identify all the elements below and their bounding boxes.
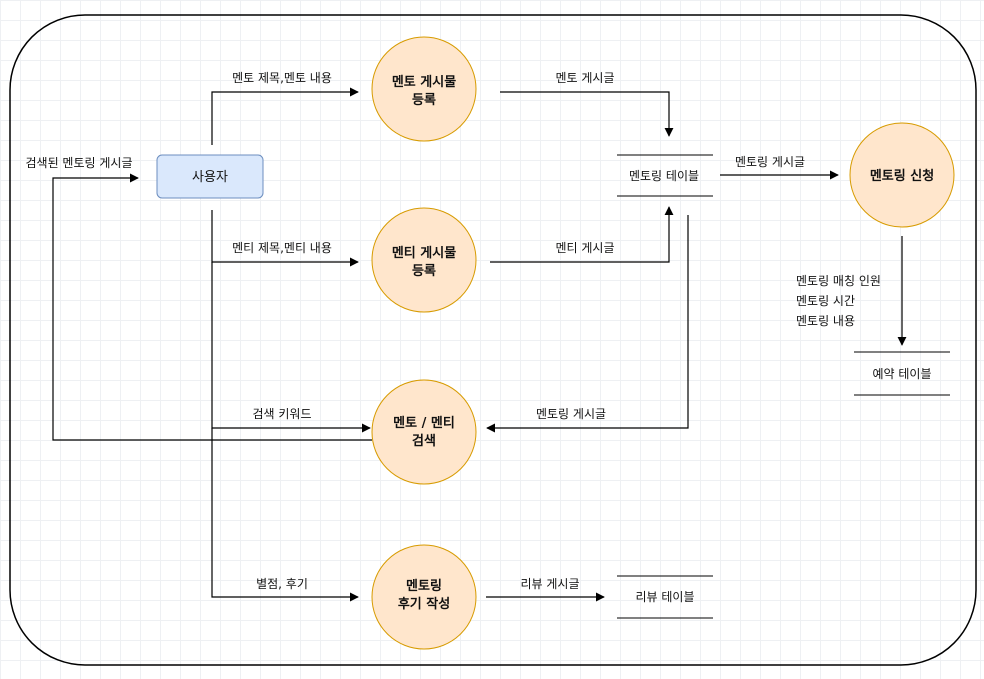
- process-mentor-post-label-2: 등록: [412, 93, 436, 108]
- label-apply-to-reservation-3: 멘토링 내용: [796, 314, 855, 328]
- process-search-label-2: 검색: [412, 434, 436, 449]
- label-to-search: 검색 키워드: [252, 407, 311, 421]
- store-reservation-table: 예약 테이블: [854, 351, 950, 396]
- label-to-mentee-post: 멘티 제목,멘티 내용: [232, 241, 332, 255]
- process-apply-label: 멘토링 신청: [870, 168, 934, 184]
- label-apply-to-reservation-1: 멘토링 매칭 인원: [796, 274, 881, 288]
- process-mentee-post-label-1: 멘티 게시물: [392, 245, 456, 261]
- process-review-label-2: 후기 작성: [398, 596, 450, 612]
- label-to-mentor-post: 멘토 제목,멘토 내용: [232, 71, 332, 85]
- edge-table-to-search: [486, 215, 689, 433]
- process-apply: [849, 122, 955, 228]
- process-review: [371, 544, 477, 650]
- edge-mentee-post-to-table: [490, 206, 674, 263]
- system-boundary: [9, 14, 977, 666]
- label-table-to-apply: 멘토링 게시글: [735, 155, 805, 169]
- store-review-table-label: 리뷰 테이블: [635, 590, 694, 604]
- label-review-to-table: 리뷰 게시글: [520, 577, 579, 591]
- store-mentoring-table-label: 멘토링 테이블: [629, 169, 699, 183]
- edge-mentor-post-to-table: [500, 91, 674, 137]
- process-mentee-post-label-2: 등록: [412, 264, 436, 279]
- process-mentee-post: [371, 207, 477, 313]
- edge-user-to-review: [211, 428, 359, 602]
- label-to-review: 별점, 후기: [256, 577, 308, 591]
- process-mentor-post: [371, 36, 477, 142]
- edge-user-to-mentor-post: [211, 87, 359, 145]
- label-apply-to-reservation-2: 멘토링 시간: [796, 294, 855, 308]
- edges: [52, 87, 907, 602]
- process-search-label-1: 멘토 / 멘티: [393, 415, 455, 431]
- store-reservation-table-label: 예약 테이블: [872, 366, 931, 381]
- user-actor-label: 사용자: [192, 170, 228, 185]
- process-search: [371, 379, 477, 485]
- label-search-to-user: 검색된 멘토링 게시글: [26, 156, 133, 170]
- edge-search-to-user: [52, 173, 372, 441]
- user-actor: [156, 154, 264, 199]
- edge-user-to-search: [211, 262, 371, 433]
- store-mentoring-table: 멘토링 테이블: [617, 154, 713, 197]
- label-mentee-post-to-table: 멘티 게시글: [555, 241, 614, 255]
- label-mentor-post-to-table: 멘토 게시글: [555, 71, 614, 85]
- process-review-label-1: 멘토링: [406, 578, 442, 594]
- process-mentor-post-label-1: 멘토 게시물: [392, 74, 456, 90]
- label-table-to-search: 멘토링 게시글: [536, 407, 606, 421]
- store-review-table: 리뷰 테이블: [617, 575, 713, 619]
